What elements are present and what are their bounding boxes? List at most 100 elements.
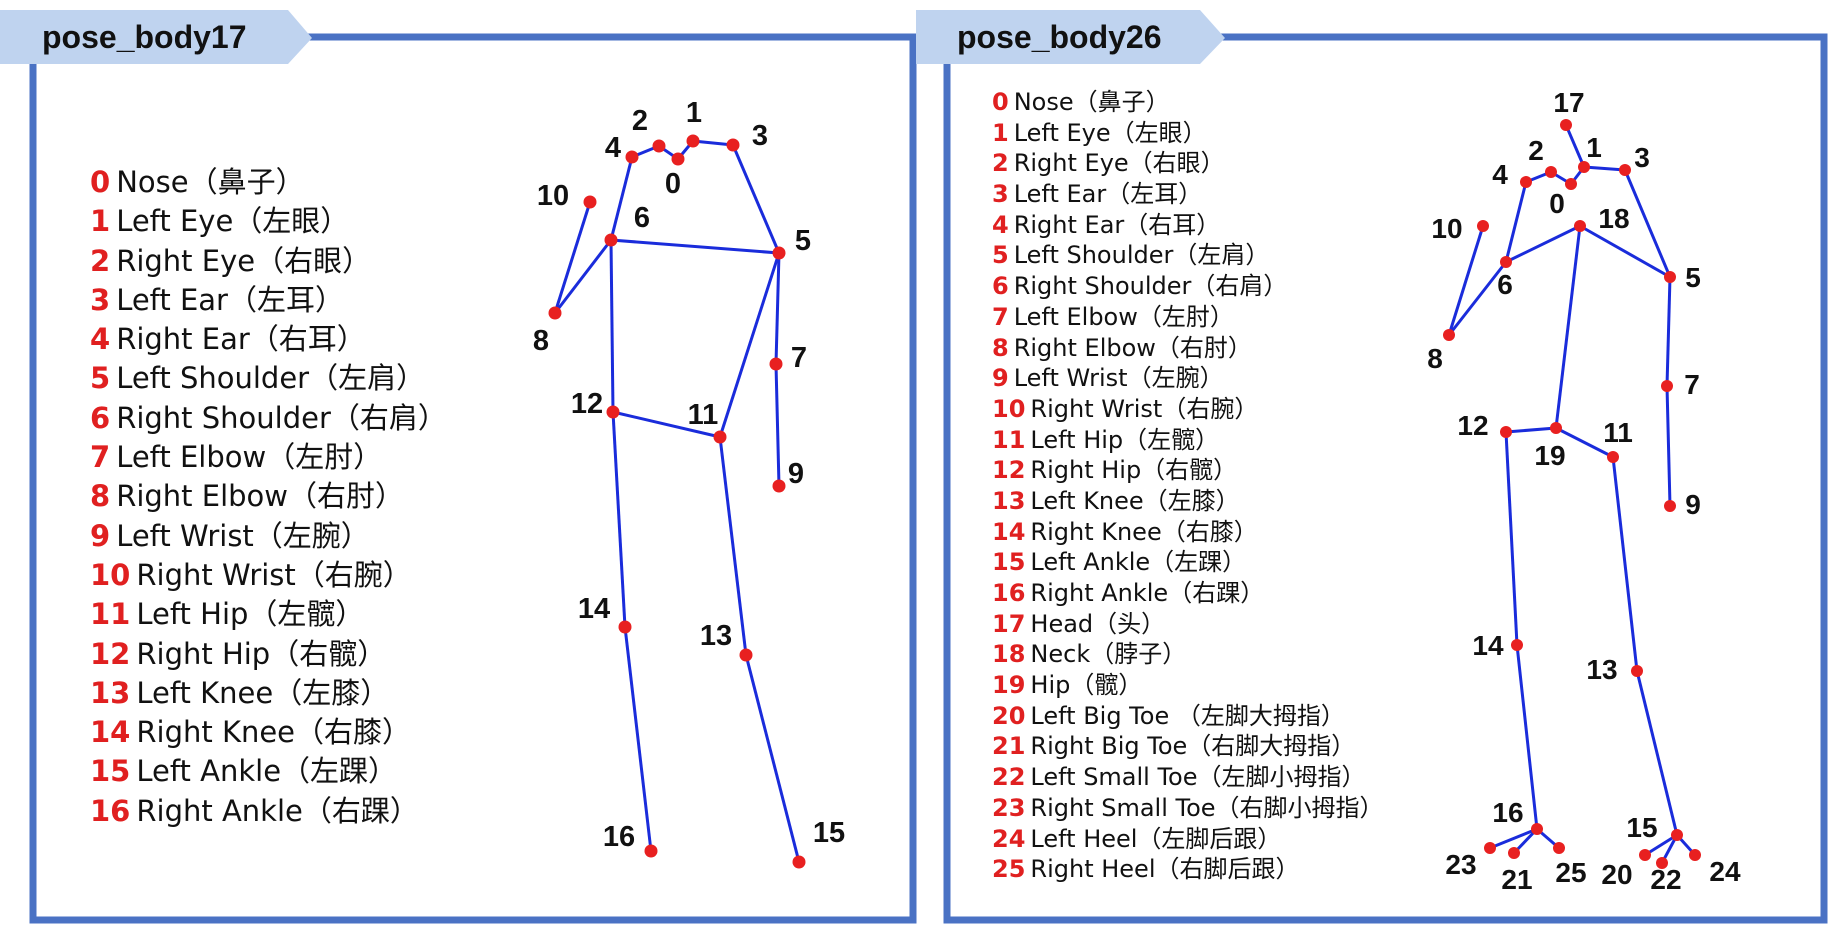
joint-number-label: 14 bbox=[1472, 630, 1504, 661]
bone-line bbox=[609, 239, 615, 413]
keypoint-label: Left Ear（左耳） bbox=[116, 282, 344, 317]
keypoint-index: 16 bbox=[90, 793, 131, 828]
keypoint-index: 23 bbox=[992, 793, 1026, 822]
keypoint-label: Right Shoulder（右肩） bbox=[116, 400, 447, 435]
panel-body17-frame bbox=[29, 33, 917, 924]
keypoint-label: Hip（髋） bbox=[1030, 671, 1143, 700]
joint-dot bbox=[769, 357, 783, 371]
joint-number-label: 5 bbox=[1685, 262, 1701, 293]
keypoint-index: 20 bbox=[992, 701, 1026, 730]
joint-number-label: 3 bbox=[752, 120, 768, 152]
keypoint-label: Right Heel（右脚后跟） bbox=[1030, 855, 1300, 884]
keypoint-index: 18 bbox=[992, 640, 1026, 669]
keypoint-index: 5 bbox=[90, 361, 111, 396]
keypoint-label: Left Small Toe（左脚小拇指） bbox=[1030, 763, 1366, 792]
joint-dot bbox=[686, 134, 700, 148]
bone-line bbox=[774, 363, 781, 487]
joint-dot bbox=[606, 405, 620, 419]
joint-number-label: 0 bbox=[1549, 188, 1565, 219]
joint-number-label: 4 bbox=[1492, 159, 1508, 190]
keypoint-index: 15 bbox=[992, 548, 1026, 577]
keypoint-label: Right Ear（右耳） bbox=[1013, 210, 1221, 239]
keypoint-index: 13 bbox=[992, 486, 1026, 515]
panel-body17-title: pose_body17 bbox=[42, 19, 247, 55]
joint-number-label: 18 bbox=[1598, 203, 1629, 234]
keypoint-label: Right Ear（右耳） bbox=[116, 322, 366, 357]
keypoint-label: Neck（脖子） bbox=[1030, 640, 1187, 669]
joint-dot bbox=[1631, 665, 1643, 677]
joint-dot bbox=[1689, 849, 1701, 861]
keypoint-label: Right Knee（右膝） bbox=[136, 715, 412, 750]
joint-dot bbox=[1639, 849, 1651, 861]
bone-line bbox=[718, 252, 781, 438]
keypoint-label: Right Shoulder（右肩） bbox=[1013, 272, 1288, 301]
joint-number-label: 23 bbox=[1445, 849, 1476, 880]
bone-line bbox=[1644, 833, 1678, 857]
keypoint-label: Left Elbow（左肘） bbox=[1013, 302, 1234, 331]
joint-number-label: 5 bbox=[795, 225, 811, 257]
joint-dot bbox=[1484, 842, 1496, 854]
keypoint-label: Left Hip（左髋） bbox=[136, 597, 365, 632]
keypoint-label: Left Hip（左髋） bbox=[1030, 425, 1220, 454]
joint-number-label: 15 bbox=[1626, 812, 1657, 843]
keypoint-label: Right Elbow（右肘） bbox=[116, 479, 405, 514]
joint-dot bbox=[1508, 847, 1520, 859]
keypoint-index: 6 bbox=[992, 272, 1009, 301]
joint-dot bbox=[1671, 829, 1683, 841]
joint-dot bbox=[726, 138, 740, 152]
joint-number-label: 9 bbox=[1685, 489, 1701, 520]
joint-number-label: 2 bbox=[1528, 135, 1544, 166]
keypoint-label: Left Wrist（左腕） bbox=[1013, 364, 1224, 393]
joint-dot bbox=[1574, 220, 1586, 232]
keypoint-label: Right Small Toe（右脚小拇指） bbox=[1030, 793, 1384, 822]
joint-number-label: 6 bbox=[634, 202, 650, 234]
joint-number-label: 8 bbox=[1427, 343, 1443, 374]
joint-dot bbox=[618, 620, 632, 634]
keypoint-label: Right Eye（右眼） bbox=[116, 243, 372, 278]
joint-dot bbox=[772, 479, 786, 493]
keypoint-index: 10 bbox=[992, 394, 1026, 423]
joint-dot bbox=[583, 195, 597, 209]
joint-dot bbox=[1520, 176, 1532, 188]
keypoint-label: Left Eye（左眼） bbox=[116, 204, 350, 239]
joint-number-label: 1 bbox=[686, 97, 702, 129]
keypoint-label: Left Wrist（左腕） bbox=[116, 518, 370, 553]
joint-number-label: 14 bbox=[578, 593, 610, 625]
keypoint-index: 0 bbox=[90, 165, 111, 199]
joint-number-label: 19 bbox=[1534, 440, 1565, 471]
keypoint-index: 3 bbox=[992, 180, 1009, 209]
panel-body17-tab bbox=[0, 10, 312, 64]
joint-number-label: 12 bbox=[1457, 410, 1488, 441]
bone-line bbox=[1505, 426, 1557, 434]
bone-line bbox=[1665, 276, 1672, 387]
joint-dot bbox=[1661, 380, 1673, 392]
panel-body26: pose_body26 bbox=[916, 10, 1828, 924]
joint-dot bbox=[1443, 329, 1455, 341]
keypoint-index: 4 bbox=[90, 322, 111, 357]
joint-dot bbox=[1578, 161, 1590, 173]
panel-body17: pose_body17 bbox=[0, 10, 917, 924]
keypoint-index: 21 bbox=[992, 732, 1026, 761]
keypoint-label: Right Hip（右髋） bbox=[136, 636, 387, 671]
joint-number-label: 8 bbox=[533, 325, 549, 357]
joint-number-label: 11 bbox=[1603, 417, 1633, 448]
